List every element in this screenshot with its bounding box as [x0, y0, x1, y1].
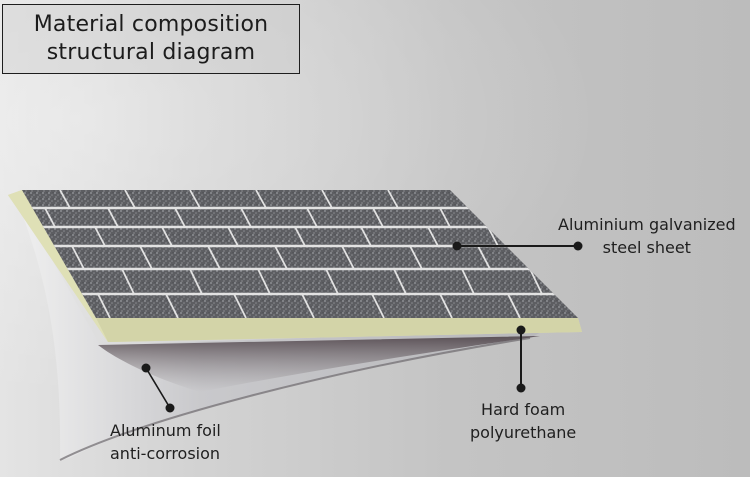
title-line-2: structural diagram [46, 40, 256, 65]
title-line-1: Material composition [33, 12, 269, 37]
leader-foil [141, 363, 175, 413]
diagram-title-box: Material composition structural diagram [2, 4, 300, 74]
label-galvanized-steel-sheet: Aluminium galvanized steel sheet [558, 213, 736, 259]
galvanized-steel-sheet-layer [22, 190, 578, 318]
polyurethane-foam-layer [8, 190, 582, 342]
label-line: steel sheet [602, 238, 691, 257]
label-line: Aluminium galvanized [558, 215, 736, 234]
leader-dot-icon [141, 363, 151, 373]
leader-dot-icon [452, 241, 462, 251]
leader-foam [516, 325, 526, 393]
leader-steel [452, 241, 583, 251]
leader-dot-icon [516, 383, 526, 393]
label-line: anti-corrosion [110, 444, 221, 463]
leader-dot-icon [516, 325, 526, 335]
label-line: Aluminum foil [110, 421, 221, 440]
leader-dot-icon [165, 403, 175, 413]
aluminum-foil-layer [14, 192, 545, 461]
label-line: polyurethane [470, 423, 577, 442]
label-hard-foam-polyurethane: Hard foam polyurethane [470, 398, 576, 444]
leader-dot-icon [573, 241, 583, 251]
label-line: Hard foam [481, 400, 566, 419]
label-aluminum-foil: Aluminum foil anti-corrosion [110, 419, 221, 465]
